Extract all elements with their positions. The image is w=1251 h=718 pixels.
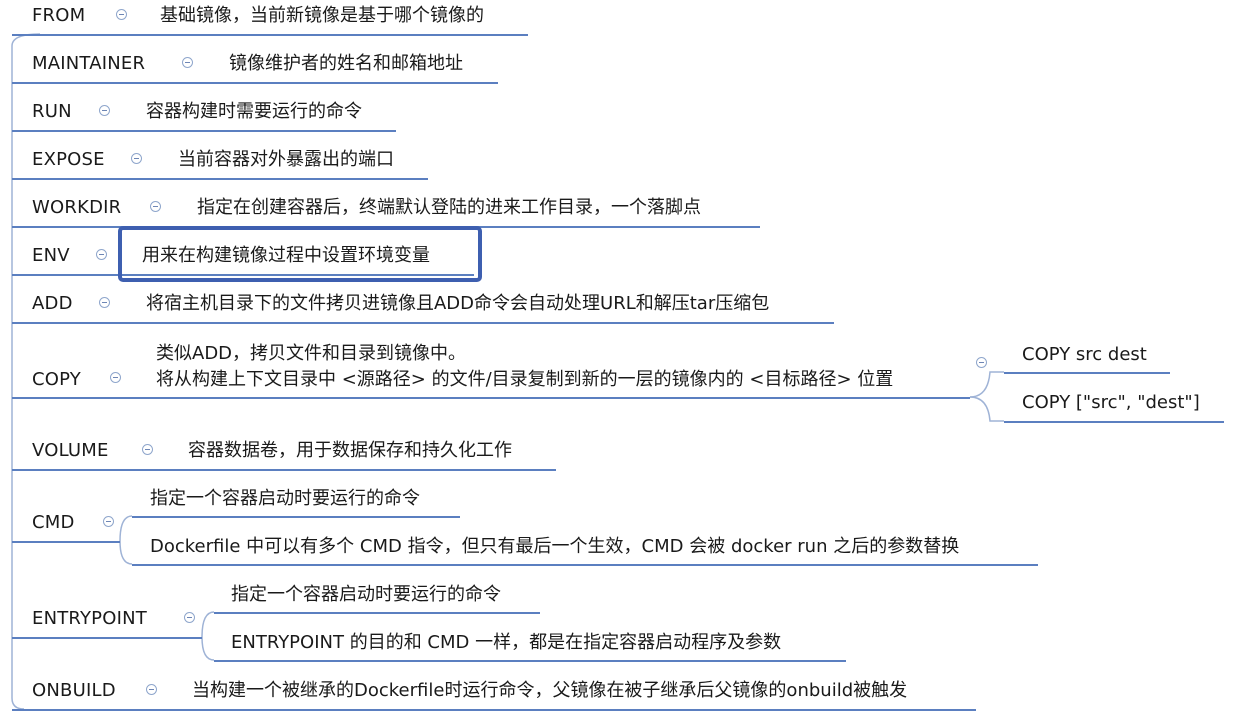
desc-volume: 容器数据卷，用于数据保存和持久化工作 — [188, 440, 512, 461]
collapse-volume-icon[interactable] — [142, 444, 153, 455]
cmd-branch-top — [119, 515, 133, 542]
desc-expose-underline — [160, 178, 428, 180]
copy-branch-top — [969, 371, 1004, 398]
collapse-expose-icon[interactable] — [131, 153, 142, 164]
env-selection-highlight — [118, 226, 482, 282]
node-copy-underline — [12, 397, 140, 399]
collapse-run-icon[interactable] — [99, 105, 110, 116]
node-maintainer-underline — [12, 82, 212, 84]
desc-workdir: 指定在创建容器后，终端默认登陆的进来工作目录，一个落脚点 — [197, 197, 701, 218]
entrypoint-branch-bottom — [201, 636, 215, 661]
node-copy[interactable]: COPY — [32, 369, 81, 390]
node-expose-underline — [12, 178, 160, 180]
copy-child-2: COPY ["src", "dest"] — [1022, 392, 1200, 413]
desc-cmd-2: Dockerfile 中可以有多个 CMD 指令，但只有最后一个生效，CMD 会… — [150, 536, 960, 557]
desc-copy-underline — [140, 397, 970, 399]
node-expose[interactable]: EXPOSE — [32, 149, 105, 170]
copy-child-1: COPY src dest — [1022, 344, 1147, 365]
desc-cmd-2-underline — [132, 564, 1038, 566]
node-workdir-underline — [12, 226, 180, 228]
collapse-maintainer-icon[interactable] — [182, 57, 193, 68]
node-run-underline — [12, 130, 128, 132]
cmd-branch-bottom — [119, 540, 133, 565]
desc-run-underline — [128, 130, 396, 132]
node-entrypoint-underline — [12, 637, 202, 639]
node-env-underline — [12, 274, 124, 276]
desc-onbuild-underline — [176, 709, 976, 711]
copy-child-1-underline — [1004, 372, 1170, 374]
desc-from-underline — [142, 34, 528, 36]
desc-copy-line2: 将从构建上下文目录中 <源路径> 的文件/目录复制到新的一层的镜像内的 <目标路… — [156, 369, 894, 390]
node-volume[interactable]: VOLUME — [32, 440, 109, 461]
desc-add: 将宿主机目录下的文件拷贝进镜像且ADD命令会自动处理URL和解压tar压缩包 — [146, 293, 770, 314]
collapse-entrypoint-icon[interactable] — [184, 612, 195, 623]
node-add-underline — [12, 322, 128, 324]
node-run[interactable]: RUN — [32, 101, 72, 122]
node-volume-underline — [12, 469, 170, 471]
node-onbuild-underline — [12, 709, 176, 711]
desc-env-underline — [124, 274, 474, 276]
desc-cmd-1: 指定一个容器启动时要运行的命令 — [150, 488, 420, 509]
node-onbuild[interactable]: ONBUILD — [32, 680, 116, 701]
collapse-from-icon[interactable] — [116, 9, 127, 20]
desc-onbuild: 当构建一个被继承的Dockerfile时运行命令，父镜像在被子继承后父镜像的on… — [192, 680, 908, 701]
desc-expose: 当前容器对外暴露出的端口 — [178, 149, 394, 170]
collapse-onbuild-icon[interactable] — [146, 684, 157, 695]
node-cmd-underline — [12, 541, 120, 543]
desc-cmd-1-underline — [132, 516, 460, 518]
node-cmd[interactable]: CMD — [32, 512, 75, 533]
node-from-underline — [12, 34, 142, 36]
desc-from: 基础镜像，当前新镜像是基于哪个镜像的 — [160, 5, 484, 26]
node-add[interactable]: ADD — [32, 293, 73, 314]
desc-copy-line1: 类似ADD，拷贝文件和目录到镜像中。 — [156, 343, 467, 364]
collapse-add-icon[interactable] — [99, 297, 110, 308]
entrypoint-branch-top — [201, 611, 215, 638]
desc-entrypoint-2: ENTRYPOINT 的目的和 CMD 一样，都是在指定容器启动程序及参数 — [231, 632, 782, 653]
collapse-copy-children-icon[interactable] — [976, 357, 987, 368]
collapse-cmd-icon[interactable] — [103, 516, 114, 527]
node-env[interactable]: ENV — [32, 245, 70, 266]
copy-child-2-underline — [1004, 421, 1224, 423]
node-entrypoint[interactable]: ENTRYPOINT — [32, 608, 147, 629]
desc-maintainer-underline — [212, 82, 498, 84]
desc-entrypoint-1-underline — [214, 612, 540, 614]
node-from[interactable]: FROM — [32, 5, 86, 26]
desc-volume-underline — [170, 469, 556, 471]
desc-maintainer: 镜像维护者的姓名和邮箱地址 — [229, 53, 463, 74]
desc-entrypoint-2-underline — [214, 660, 846, 662]
collapse-copy-icon[interactable] — [110, 372, 121, 383]
collapse-env-icon[interactable] — [96, 249, 107, 260]
copy-branch-bottom — [969, 396, 1004, 422]
node-workdir[interactable]: WORKDIR — [32, 197, 122, 218]
desc-env: 用来在构建镜像过程中设置环境变量 — [142, 245, 430, 266]
desc-run: 容器构建时需要运行的命令 — [146, 101, 362, 122]
collapse-workdir-icon[interactable] — [150, 201, 161, 212]
desc-entrypoint-1: 指定一个容器启动时要运行的命令 — [231, 584, 501, 605]
desc-add-underline — [128, 322, 834, 324]
node-maintainer[interactable]: MAINTAINER — [32, 53, 146, 74]
